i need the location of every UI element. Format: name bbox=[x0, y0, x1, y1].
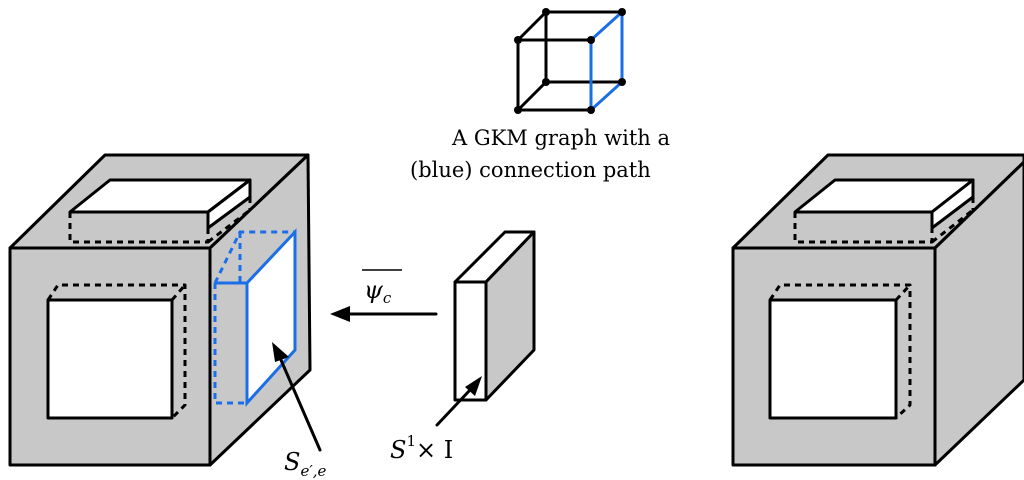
s1xi-slab bbox=[453, 230, 536, 402]
psi-sub: c bbox=[383, 289, 392, 307]
s1xi-arrow bbox=[435, 376, 482, 427]
psi-label: ψ bbox=[364, 276, 384, 304]
side-hole-inner bbox=[247, 232, 295, 403]
svg-text:Se′,e: Se′,e bbox=[284, 448, 327, 480]
see-boundary bbox=[245, 228, 297, 407]
left-cube bbox=[8, 153, 312, 467]
s1-rest: × I bbox=[416, 436, 453, 464]
s1-sup: 1 bbox=[406, 432, 416, 450]
caption-line-2: (blue) connection path bbox=[410, 158, 651, 182]
caption-line-1: A GKM graph with a bbox=[451, 126, 670, 150]
right-cube bbox=[731, 153, 1024, 467]
s1-base: S bbox=[390, 436, 406, 464]
connection-path bbox=[589, 8, 624, 114]
see-base: S bbox=[284, 448, 300, 476]
gkm-graph bbox=[514, 8, 626, 114]
see-arrow bbox=[272, 342, 322, 452]
see-sub: e′,e bbox=[300, 462, 326, 480]
left-cube-front-hole bbox=[46, 298, 174, 420]
svg-text:S1× I: S1× I bbox=[390, 432, 453, 464]
psi-arrow bbox=[330, 306, 438, 322]
right-cube-front-hole bbox=[768, 298, 898, 420]
svg-text:ψc: ψc bbox=[364, 276, 392, 307]
